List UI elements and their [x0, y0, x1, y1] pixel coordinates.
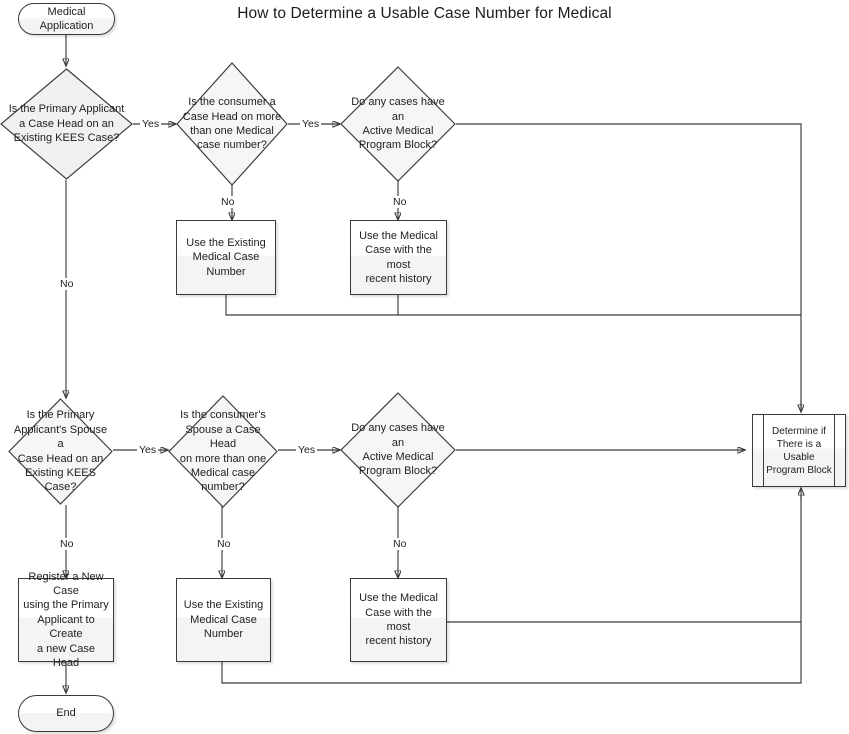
- diamond-shape: [8, 398, 113, 505]
- node-subroutine-label: Determine if There is a Usable Program B…: [766, 425, 832, 476]
- node-decision-label: Do any cases have an Active Medical Prog…: [351, 422, 445, 478]
- node-process-use-medical-case-most-recent-history-top[interactable]: Use the Medical Case with the most recen…: [350, 220, 447, 295]
- node-end-label: End: [56, 707, 76, 720]
- edge-label-d5-no: No: [215, 538, 233, 550]
- node-decision-active-medical-program-block-bottom[interactable]: Do any cases have an Active Medical Prog…: [340, 392, 456, 508]
- diamond-shape: [0, 68, 133, 180]
- edge-label-d4-yes: Yes: [137, 444, 159, 456]
- edge-label-d3-no: No: [391, 196, 409, 208]
- node-process-label: Register a New Case using the Primary Ap…: [23, 570, 109, 670]
- subroutine-left-bar: [763, 415, 764, 486]
- node-decision-label: Is the Primary Applicant a Case Head on …: [8, 103, 125, 145]
- node-process-use-medical-case-most-recent-history-bottom[interactable]: Use the Medical Case with the most recen…: [350, 578, 447, 662]
- edge-label-d1-no: No: [58, 278, 76, 290]
- node-decision-label: Is the consumer a Case Head on more than…: [182, 96, 282, 152]
- edge-label-d1-yes: Yes: [140, 118, 162, 130]
- node-process-label: Use the Existing Medical Case Number: [183, 599, 264, 641]
- node-process-label: Use the Medical Case with the most recen…: [359, 592, 438, 648]
- node-decision-consumer-multiple-medical-cases[interactable]: Is the consumer a Case Head on more than…: [176, 62, 288, 186]
- node-decision-primary-applicant-case-head[interactable]: Is the Primary Applicant a Case Head on …: [0, 68, 133, 180]
- edge-label-d4-no: No: [58, 538, 76, 550]
- node-process-use-existing-medical-case-number-bottom[interactable]: Use the Existing Medical Case Number: [176, 578, 271, 662]
- subroutine-right-bar: [834, 415, 835, 486]
- edge-label-d2-yes: Yes: [300, 118, 322, 130]
- page-title: How to Determine a Usable Case Number fo…: [237, 5, 612, 22]
- node-end[interactable]: End: [18, 695, 114, 732]
- edge-label-d2-no: No: [219, 196, 237, 208]
- node-decision-active-medical-program-block-top[interactable]: Do any cases have an Active Medical Prog…: [340, 66, 456, 182]
- node-decision-label: Do any cases have an Active Medical Prog…: [351, 96, 445, 152]
- node-process-use-existing-medical-case-number-top[interactable]: Use the Existing Medical Case Number: [176, 220, 276, 295]
- edge-label-d6-no: No: [391, 538, 409, 550]
- node-process-label: Use the Medical Case with the most recen…: [359, 229, 438, 285]
- node-process-label: Use the Existing Medical Case Number: [186, 236, 266, 278]
- diamond-shape: [176, 62, 288, 186]
- node-subroutine-determine-usable-program-block[interactable]: Determine if There is a Usable Program B…: [752, 414, 846, 487]
- edge-label-d5-yes: Yes: [296, 444, 318, 456]
- node-start-label: Medical Application: [39, 5, 94, 32]
- node-process-register-new-case[interactable]: Register a New Case using the Primary Ap…: [18, 570, 114, 670]
- diamond-shape: [340, 66, 456, 182]
- node-start[interactable]: Medical Application: [18, 3, 115, 35]
- node-decision-label: Is the consumer's Spouse a Case Head on …: [179, 409, 267, 494]
- diamond-shape: [340, 392, 456, 508]
- node-decision-spouse-case-head[interactable]: Is the Primary Applicant's Spouse a Case…: [8, 398, 113, 505]
- diamond-shape: [168, 395, 278, 508]
- node-decision-spouse-multiple-medical-cases[interactable]: Is the consumer's Spouse a Case Head on …: [168, 395, 278, 508]
- node-decision-label: Is the Primary Applicant's Spouse a Case…: [13, 409, 108, 494]
